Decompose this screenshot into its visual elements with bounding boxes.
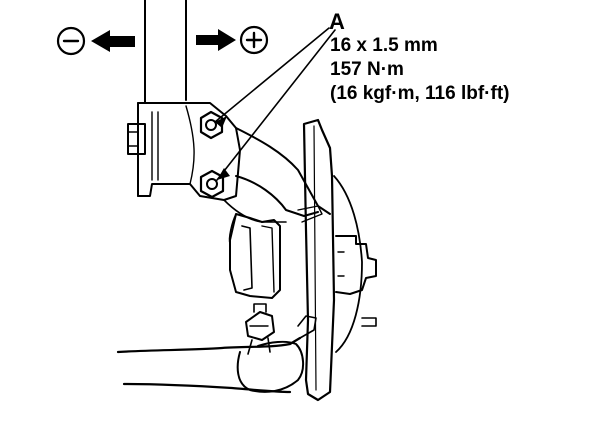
- strut-tube: [144, 0, 187, 104]
- arrowhead-lower-icon: [217, 168, 230, 180]
- arrowhead-upper-icon: [215, 116, 227, 128]
- strut-clamp-bracket: [127, 102, 241, 201]
- lower-mounting-bolt-icon: [199, 169, 225, 199]
- lower-control-arm: [116, 315, 317, 394]
- minus-direction-indicator: [56, 26, 135, 56]
- ball-joint: [245, 303, 275, 355]
- minus-circle-icon: [56, 26, 86, 56]
- brake-disc: [302, 118, 363, 402]
- damper-bushing: [228, 213, 281, 299]
- upper-mounting-bolt-icon: [199, 110, 224, 140]
- torque-alt-units-text: (16 kgf·m, 116 lbf·ft): [330, 83, 510, 104]
- wheel-hub: [335, 235, 377, 327]
- bolt-size-text: 16 x 1.5 mm: [330, 35, 438, 56]
- left-arrow-icon: [91, 30, 135, 52]
- right-arrow-icon: [196, 29, 236, 51]
- callout-leader-lines: [214, 27, 336, 181]
- leader-lower-bolt: [216, 29, 336, 181]
- plus-direction-indicator: [196, 25, 269, 55]
- callout-label-a: A: [329, 9, 345, 34]
- torque-nm-text: 157 N·m: [330, 59, 404, 80]
- leader-upper-bolt: [214, 27, 330, 123]
- plus-circle-icon: [239, 25, 269, 55]
